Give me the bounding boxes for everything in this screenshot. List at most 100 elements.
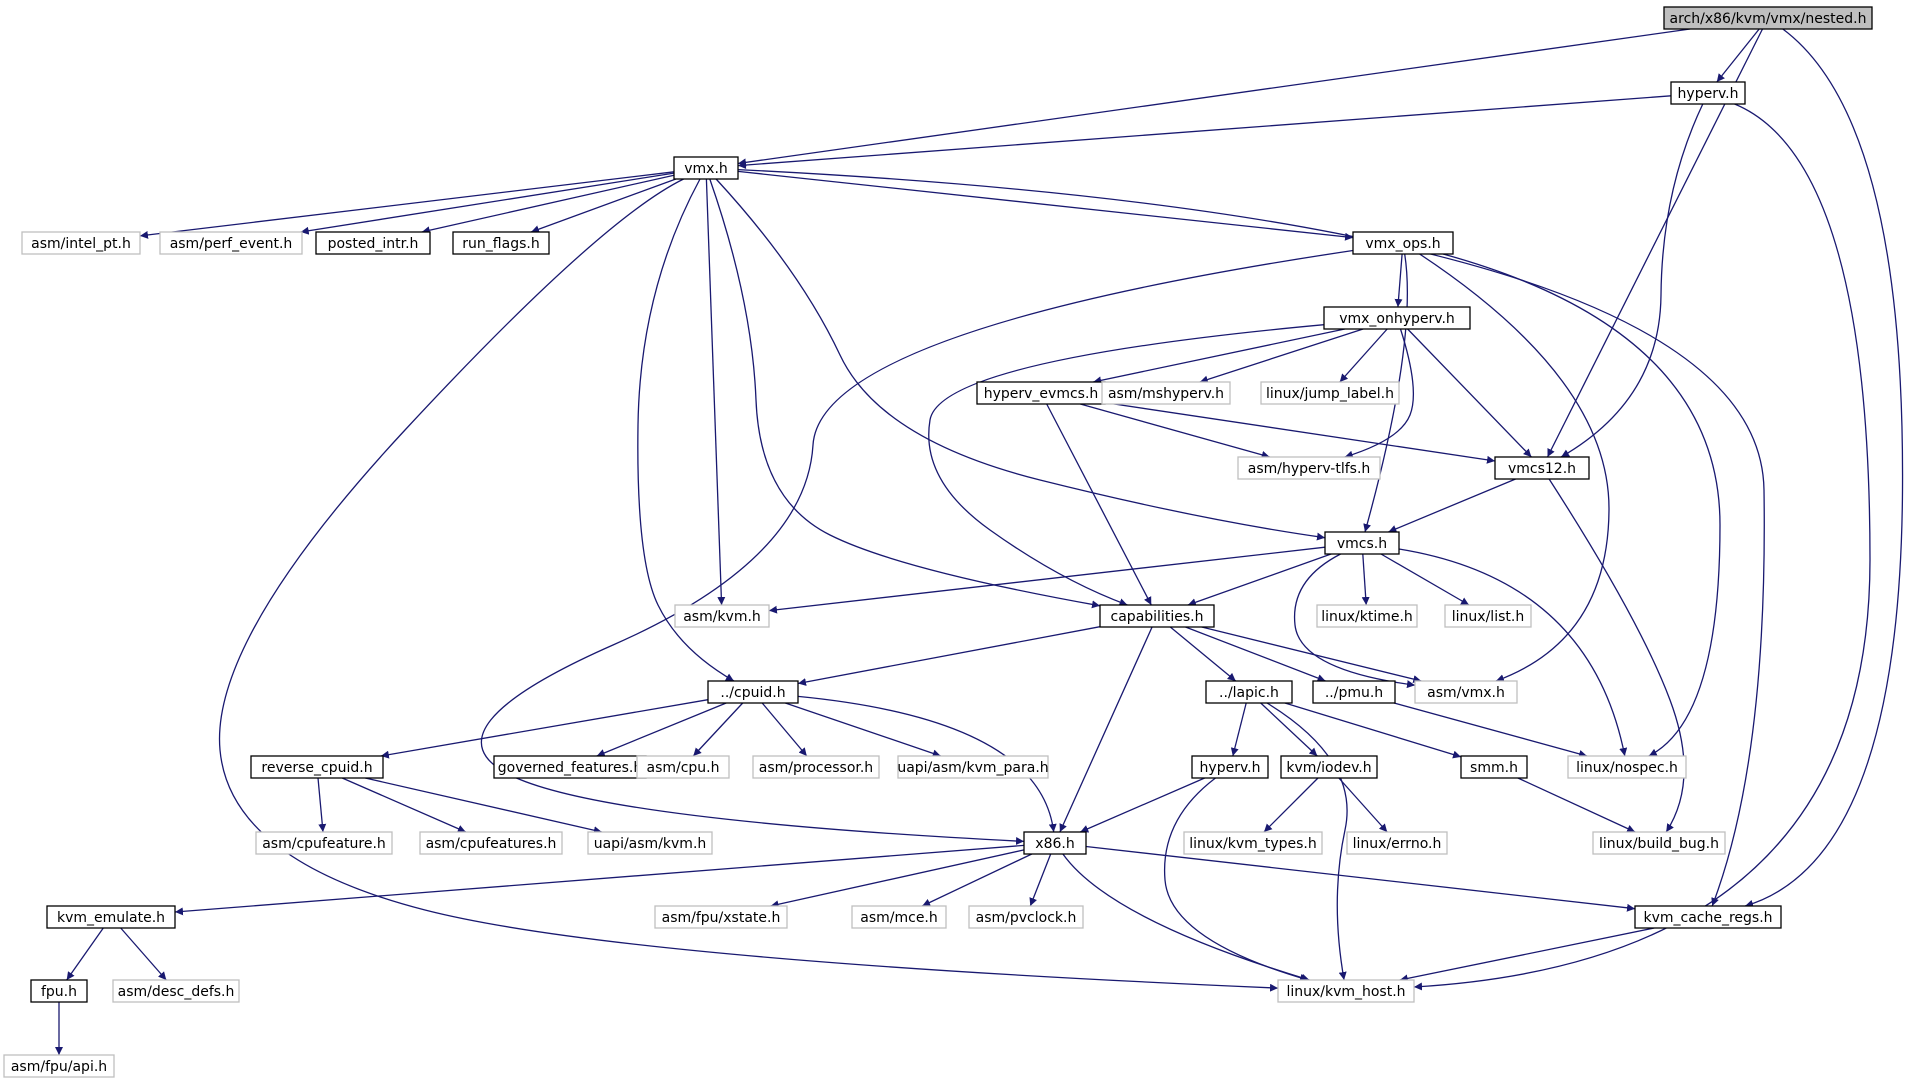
node-cpuid[interactable]: ../cpuid.h	[707, 680, 799, 704]
node-processor: asm/processor.h	[752, 755, 880, 779]
node-label: ../pmu.h	[1325, 685, 1383, 701]
node-hyperv-mid[interactable]: hyperv.h	[1191, 755, 1269, 779]
edge-vmx-to-run_flags	[530, 178, 677, 234]
node-vmx-ops[interactable]: vmx_ops.h	[1352, 231, 1454, 255]
node-label: linux/errno.h	[1353, 836, 1442, 852]
node-label: reverse_cpuid.h	[261, 760, 372, 776]
edge-vmcs-to-ktime	[1361, 553, 1370, 606]
node-nested[interactable]: arch/x86/kvm/vmx/nested.h	[1663, 6, 1873, 30]
edge-cpuid-to-kvm_para	[785, 702, 941, 758]
edge-vmcs12-to-build_bug	[1548, 478, 1685, 833]
node-asm-cpu: asm/cpu.h	[636, 755, 730, 779]
edge-cpuid-to-processor	[761, 702, 808, 757]
edge-lapic-to-kvm_host	[1266, 702, 1348, 981]
node-label: linux/list.h	[1452, 609, 1524, 625]
node-vmcs[interactable]: vmcs.h	[1324, 531, 1400, 555]
edge-x86-to-pvclock	[1029, 853, 1052, 907]
node-box	[1352, 231, 1454, 255]
node-smm[interactable]: smm.h	[1460, 755, 1528, 779]
edge-smm-to-build_bug	[1517, 777, 1636, 833]
edge-kvm_cache_regs-to-kvm_host	[1399, 927, 1655, 983]
edge-vmcs12-to-vmcs	[1388, 478, 1516, 533]
node-kvm-cache-regs[interactable]: kvm_cache_regs.h	[1634, 905, 1782, 929]
node-uapi-kvm: uapi/asm/kvm.h	[587, 831, 713, 855]
edge-cpuid-to-reverse_cpuid	[380, 699, 709, 759]
node-mshyperv: asm/mshyperv.h	[1101, 381, 1231, 405]
node-mce: asm/mce.h	[851, 905, 947, 929]
node-box	[752, 755, 880, 779]
node-label: ../cpuid.h	[720, 685, 785, 701]
node-governed[interactable]: governed_features.h	[493, 755, 647, 779]
edge-vmx_ops-to-vmcs	[1363, 253, 1408, 533]
node-kvm-emulate[interactable]: kvm_emulate.h	[46, 905, 176, 929]
node-run-flags[interactable]: run_flags.h	[452, 231, 550, 255]
node-box	[1592, 831, 1726, 855]
edge-vmx-to-posted_intr	[421, 174, 675, 235]
node-box	[707, 680, 799, 704]
node-vmcs12[interactable]: vmcs12.h	[1494, 456, 1590, 480]
edge-hyperv_top-to-vmx	[737, 95, 1672, 169]
node-label: asm/perf_event.h	[170, 236, 293, 252]
edge-vmx-to-cpuid	[637, 178, 735, 682]
node-capabilities[interactable]: capabilities.h	[1099, 604, 1215, 628]
node-hyperv-evmcs[interactable]: hyperv_evmcs.h	[976, 381, 1106, 405]
node-lapic[interactable]: ../lapic.h	[1205, 680, 1293, 704]
node-x86[interactable]: x86.h	[1023, 831, 1087, 855]
node-fpu[interactable]: fpu.h	[30, 979, 88, 1003]
node-iodev[interactable]: kvm/iodev.h	[1280, 755, 1378, 779]
edge-x86-to-kvm_cache_regs	[1085, 845, 1636, 912]
node-nospec: linux/nospec.h	[1567, 755, 1687, 779]
node-label: asm/kvm.h	[683, 609, 761, 625]
edge-lapic-to-hyperv_mid	[1230, 702, 1247, 757]
node-label: linux/kvm_host.h	[1286, 984, 1405, 1000]
node-label: kvm_cache_regs.h	[1643, 910, 1772, 926]
node-label: vmx_ops.h	[1365, 236, 1440, 252]
node-reverse-cpuid[interactable]: reverse_cpuid.h	[250, 755, 384, 779]
node-box	[419, 831, 563, 855]
edge-cpuid-to-x86	[797, 695, 1057, 833]
node-box	[654, 905, 788, 929]
node-label: linux/ktime.h	[1321, 609, 1413, 625]
node-box	[1101, 381, 1231, 405]
edge-hyperv_evmcs-to-vmcs12	[1104, 401, 1496, 464]
node-vmx[interactable]: vmx.h	[673, 156, 739, 180]
node-errno: linux/errno.h	[1346, 831, 1448, 855]
node-label: ../lapic.h	[1219, 685, 1279, 701]
edge-vmx_onhyperv-to-mshyperv	[1199, 328, 1364, 384]
node-label: uapi/asm/kvm_para.h	[897, 760, 1048, 776]
node-box	[1324, 531, 1400, 555]
edge-vmx_onhyperv-to-hyperv_evmcs	[1093, 328, 1345, 385]
edge-capabilities-to-asm_vmx	[1201, 626, 1422, 683]
node-label: linux/jump_label.h	[1266, 386, 1394, 402]
node-vmx-onhyperv[interactable]: vmx_onhyperv.h	[1323, 306, 1471, 330]
node-build-bug: linux/build_bug.h	[1592, 831, 1726, 855]
edge-reverse_cpuid-to-cpufeatures	[341, 777, 467, 833]
node-box	[1316, 604, 1418, 628]
node-jump-label: linux/jump_label.h	[1260, 381, 1400, 405]
node-label: hyperv_evmcs.h	[984, 386, 1099, 402]
edge-hyperv_top-to-kvm_host	[1413, 103, 1871, 991]
edge-cpuid-to-asm_cpu	[692, 702, 744, 757]
node-posted-intr[interactable]: posted_intr.h	[315, 231, 431, 255]
node-label: asm/intel_pt.h	[31, 236, 131, 252]
edge-vmx_onhyperv-to-capabilities	[928, 324, 1325, 606]
edge-vmx-to-capabilities	[709, 178, 1101, 609]
node-label: linux/kvm_types.h	[1189, 836, 1316, 852]
edge-vmx_onhyperv-to-hyperv_tlfs	[1344, 328, 1414, 459]
node-hyperv-top[interactable]: hyperv.h	[1670, 81, 1746, 105]
edge-x86-to-xstate	[770, 849, 1025, 909]
node-box	[1205, 680, 1293, 704]
node-label: kvm_emulate.h	[57, 910, 165, 926]
node-box	[1277, 979, 1415, 1003]
edge-vmcs-to-list	[1380, 553, 1470, 606]
edge-vmx_onhyperv-to-vmcs12	[1407, 328, 1532, 458]
edge-hyperv_top-to-vmcs12	[1560, 103, 1704, 458]
node-pvclock: asm/pvclock.h	[968, 905, 1084, 929]
edge-cpuid-to-governed	[596, 702, 727, 757]
node-pmu[interactable]: ../pmu.h	[1312, 680, 1396, 704]
node-box	[1183, 831, 1323, 855]
node-label: asm/mshyperv.h	[1108, 386, 1224, 402]
node-box	[315, 231, 431, 255]
node-box	[1323, 306, 1471, 330]
node-box	[636, 755, 730, 779]
